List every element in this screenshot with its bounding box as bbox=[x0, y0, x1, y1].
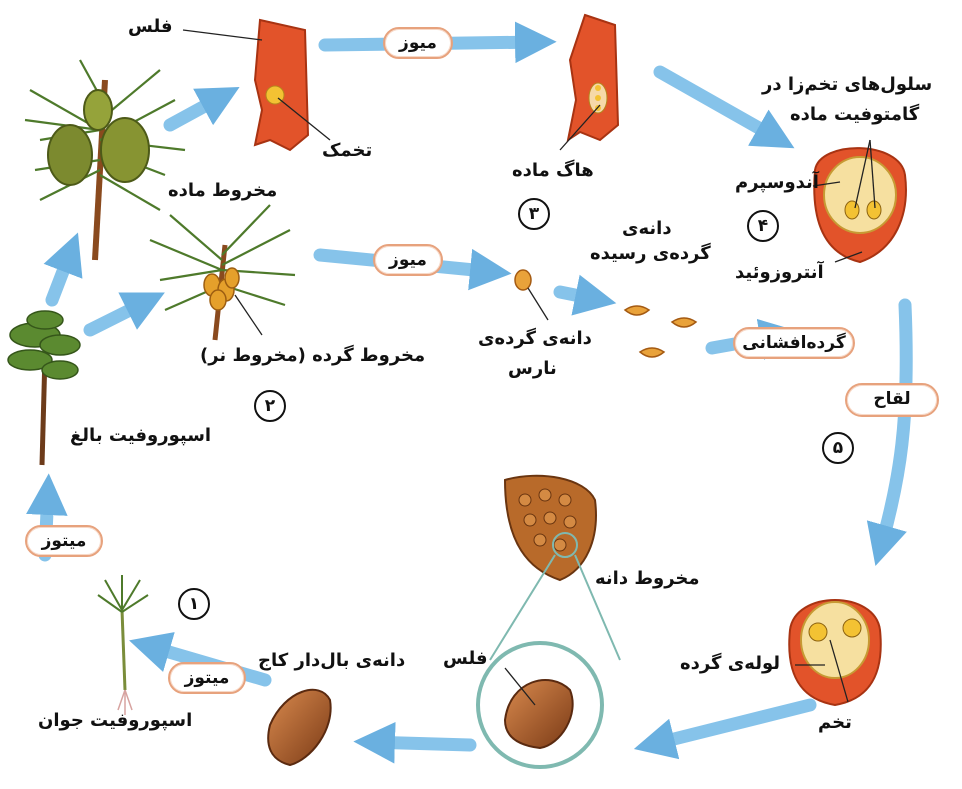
arrow-immature-to-mature bbox=[560, 292, 600, 300]
cycle-arrows bbox=[45, 42, 906, 745]
label-scale-top: فلس bbox=[128, 16, 173, 37]
pill-pollination: گرده‌افشانی bbox=[733, 327, 855, 359]
label-female-gametophyte: گامتوفیت ماده bbox=[790, 104, 919, 125]
label-immature-pollen-2: نارس bbox=[508, 358, 557, 379]
label-seed-cone: مخروط دانه bbox=[595, 568, 700, 589]
pill-mitosis-bottom: میتوز bbox=[168, 662, 246, 694]
step-number-5: ۵ bbox=[822, 432, 854, 464]
arrow-tree-to-male-cone bbox=[90, 300, 150, 330]
arrow-seed-to-winged-seed bbox=[370, 742, 470, 745]
label-female-spore: هاگ ماده bbox=[512, 160, 594, 181]
label-ovule: تخمک bbox=[322, 140, 372, 161]
arrow-cone-to-scale bbox=[170, 95, 225, 125]
zygote-illustration bbox=[789, 600, 881, 705]
arrow-fertilization bbox=[880, 305, 906, 550]
step-number-1: ۱ bbox=[178, 588, 210, 620]
label-immature-pollen-1: دانه‌ی گرده‌ی bbox=[478, 328, 592, 349]
arrow-tree-to-female-cone bbox=[52, 248, 72, 300]
label-scale-bottom: فلس bbox=[443, 648, 488, 669]
winged-seed-illustration bbox=[268, 690, 330, 765]
label-adult-sporophyte: اسپوروفیت بالغ bbox=[70, 425, 211, 446]
step-number-4: ۴ bbox=[747, 210, 779, 242]
female-gametophyte-illustration bbox=[814, 148, 906, 262]
label-female-cone: مخروط ماده bbox=[168, 180, 277, 201]
arrow-zygote-to-seed-cone bbox=[650, 705, 810, 745]
label-egg-cells: سلول‌های تخم‌زا در bbox=[762, 74, 932, 95]
pill-meiosis-mid: میوز bbox=[373, 244, 443, 276]
label-male-cone: مخروط گرده (مخروط نر) bbox=[200, 345, 425, 366]
pill-fertilization: لقاح bbox=[845, 383, 939, 417]
step-number-2: ۲ bbox=[254, 390, 286, 422]
label-antherozoid: آنتروزوئید bbox=[735, 262, 824, 283]
label-mature-pollen-2: گرده‌ی رسیده bbox=[590, 243, 711, 264]
seed-cone-illustration bbox=[478, 476, 620, 767]
step-number-3: ۳ bbox=[518, 198, 550, 230]
pill-meiosis-top: میوز bbox=[383, 27, 453, 59]
label-endosperm: آندوسپرم bbox=[735, 172, 819, 193]
label-pollen-tube: لوله‌ی گرده bbox=[680, 653, 780, 674]
male-cone-branch-illustration bbox=[150, 205, 295, 340]
label-mature-pollen-1: دانه‌ی bbox=[622, 218, 672, 239]
female-spore-illustration bbox=[568, 15, 618, 140]
scale-with-ovule-illustration bbox=[255, 20, 308, 150]
label-zygote: تخم bbox=[818, 712, 852, 733]
label-winged-seed: دانه‌ی بال‌دار کاج bbox=[258, 650, 405, 671]
pill-mitosis-left: میتوز bbox=[25, 525, 103, 557]
label-young-sporophyte: اسپوروفیت جوان bbox=[38, 710, 192, 731]
female-cone-branch-illustration bbox=[25, 60, 185, 260]
